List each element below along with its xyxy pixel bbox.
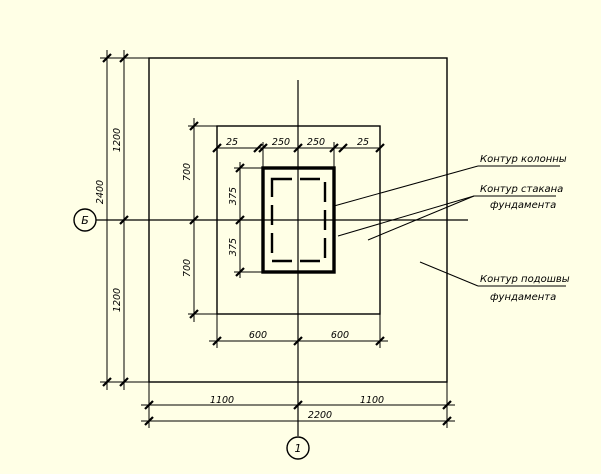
axis-label-b: Б [81,214,89,227]
dim-bottom-600-right: 600 [331,330,349,341]
axis-marker-b [73,208,97,232]
dim-outer-2400: 2400 [95,180,106,204]
label-base-contour-line2: фундамента [490,292,556,303]
bottom-dimension-600: 600 600 [209,314,388,348]
label-socket-contour-line2: фундамента [490,200,556,211]
dim-top-25-right: 25 [357,137,369,148]
dim-outer-1200-lower: 1200 [112,288,123,312]
dim-left-375-upper: 375 [228,187,239,205]
dim-bottom-1100-left: 1100 [210,395,234,406]
label-base-contour-line1: Контур подошвы [480,274,570,285]
outer-left-dimensions: 2400 1200 1200 [95,50,149,390]
dim-left-700-upper: 700 [182,163,193,181]
callout-socket-contour: Контур стакана фундамента [337,184,563,241]
dim-top-250-left: 250 [272,137,290,148]
label-socket-contour-line1: Контур стакана [480,184,563,195]
dim-top-250-right: 250 [307,137,325,148]
bottom-outer-dimensions: 1100 1100 2200 [141,382,455,428]
dim-bottom-1100-right: 1100 [360,395,384,406]
callout-column-contour: Контур колонны [333,154,567,207]
dim-top-25-left: 25 [226,137,238,148]
axis-marker-1 [286,436,310,460]
left-dimension-375: 375 375 [228,162,263,278]
callout-base-contour: Контур подошвы фундамента [419,261,570,303]
left-dimension-700: 700 700 [182,118,217,322]
dim-bottom-600-left: 600 [249,330,267,341]
dim-left-375-lower: 375 [228,238,239,256]
top-dimension-chain: 25 250 250 25 [212,137,385,168]
dim-left-700-lower: 700 [182,259,193,277]
dim-bottom-2200: 2200 [308,410,332,421]
dim-outer-1200-upper: 1200 [112,128,123,152]
label-column-contour: Контур колонны [480,154,567,165]
axis-label-1: 1 [295,442,302,455]
